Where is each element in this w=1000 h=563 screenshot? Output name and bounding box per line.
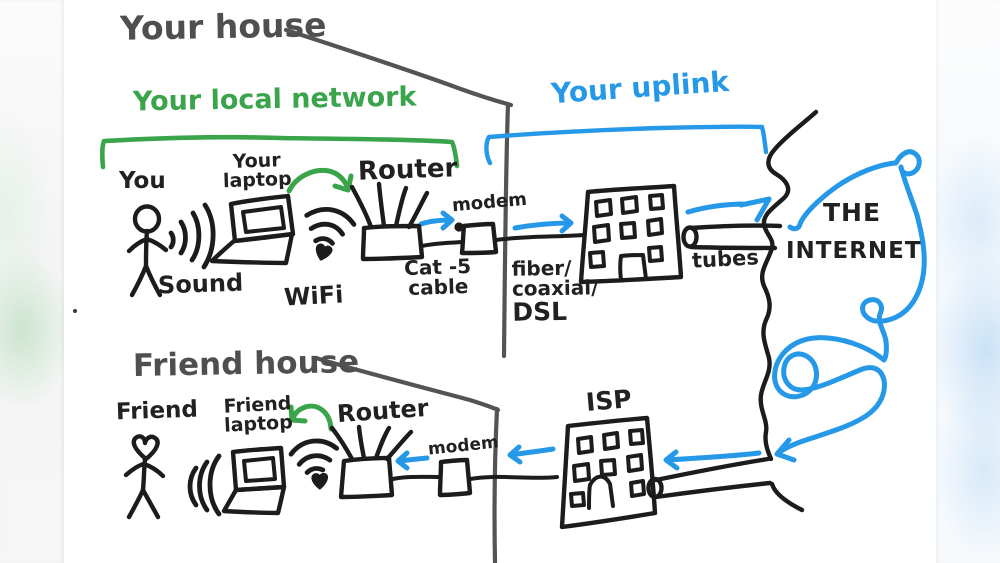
cat5-cable-line: [420, 233, 586, 248]
arrow-modem-to-router-icon: [395, 450, 430, 471]
your-laptop-label: Your laptop: [222, 149, 293, 193]
stick-figure-you: [126, 204, 169, 298]
sound-label: Sound: [157, 268, 244, 300]
internet-label: THE INTERNET: [786, 198, 922, 264]
arrow-router-to-modem-icon: [418, 210, 455, 231]
friend-house-title: Friend house: [132, 344, 360, 384]
wifi-bottom-icon: [288, 438, 340, 490]
tubes-pipe-bottom-icon: [646, 456, 773, 500]
modem-icon: [454, 221, 499, 256]
wifi-label: WiFi: [283, 280, 345, 312]
local-network-bracket: [100, 134, 460, 170]
wifi-icon: [304, 206, 357, 261]
friend-laptop-label: Friend laptop: [223, 392, 294, 438]
friend-house-wall: [313, 355, 501, 563]
arrow-isp-to-tubes-icon: [685, 196, 772, 223]
tubes-label: tubes: [691, 245, 760, 273]
arrow-tubes-to-isp-icon: [663, 449, 762, 471]
cable-bottom-line: [391, 474, 559, 481]
pen-dot: [73, 309, 77, 313]
router-top-label: Router: [357, 153, 458, 187]
isp-building-top-icon: [578, 183, 684, 285]
cat5-label: Cat -5 cable: [403, 253, 472, 301]
blurred-edge-right: [936, 0, 1000, 563]
router-bottom-label: Router: [336, 393, 430, 429]
arrow-modem-to-isp-icon: [512, 213, 574, 234]
blurred-edge-left: [0, 0, 64, 563]
router-bottom-icon: [329, 424, 414, 500]
arrow-laptop-to-router-icon: [286, 167, 354, 194]
arrow-isp-to-house-icon: [507, 444, 556, 465]
modem-bottom-icon: [437, 457, 473, 498]
laptop-icon: [209, 193, 296, 266]
router-icon: [349, 181, 430, 262]
friend-laptop-icon: [221, 445, 287, 516]
tubes-pipe-top-icon: [681, 223, 783, 251]
your-house-wall: [283, 27, 514, 359]
local-network-title: Your local network: [132, 81, 417, 118]
your-house-title: Your house: [119, 5, 327, 48]
stick-figure-friend: [123, 434, 166, 520]
internet-scribble-blob: [772, 149, 927, 463]
backbone-wavy-line: [758, 109, 819, 513]
sound-waves-bottom-icon: [187, 453, 222, 517]
isp-label: ISP: [584, 384, 633, 417]
uplink-bracket: [484, 124, 769, 166]
sound-waves-icon: [168, 202, 216, 270]
isp-building-bottom-icon: [559, 415, 658, 530]
arrow-router-to-friend-laptop-icon: [288, 403, 334, 432]
uplink-media-label: fiber/ coaxial/ DSL: [511, 255, 599, 327]
you-label: You: [119, 168, 166, 194]
friend-label: Friend: [115, 396, 199, 426]
